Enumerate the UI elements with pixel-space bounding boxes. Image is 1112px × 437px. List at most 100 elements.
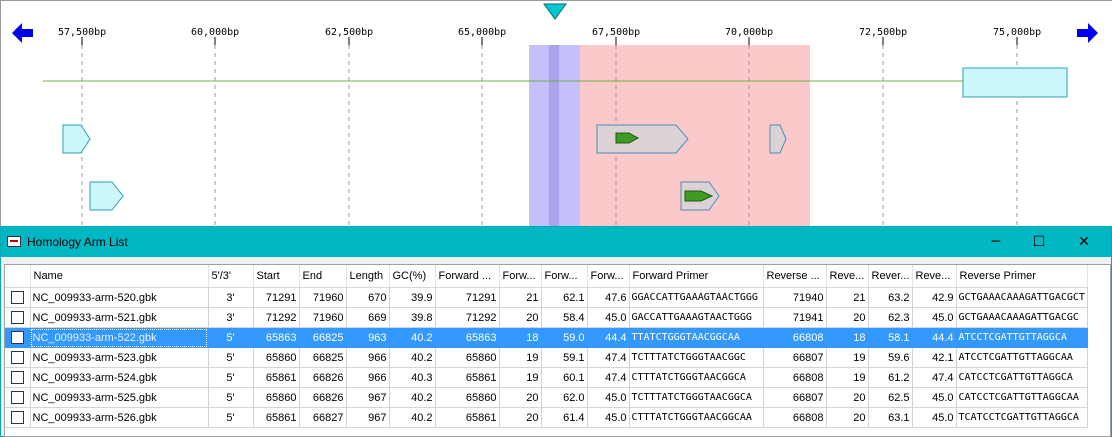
table-cell: 65861 [435,367,500,388]
feature-block[interactable] [962,67,1068,98]
table-cell: 62.3 [868,307,913,328]
column-header[interactable]: Reve... [826,265,869,288]
table-cell: 63.2 [868,287,913,308]
window-title: Homology Arm List [27,235,128,249]
table-cell: 963 [346,327,390,348]
table-cell: 66827 [299,407,347,428]
table-cell: 5' [208,387,254,408]
column-header[interactable]: Rever... [868,265,913,288]
column-header[interactable]: Forw... [541,265,588,288]
table-cell: 71940 [763,287,827,308]
table-cell: 21 [826,287,869,308]
feature-arrow[interactable] [89,181,124,211]
table-cell: 21 [499,287,542,308]
table-cell: 42.9 [912,287,957,308]
table-cell: 5' [208,407,254,428]
row-checkbox-cell[interactable] [5,327,31,348]
column-header[interactable]: Reverse Primer [956,265,1088,288]
table-cell: 40.2 [389,407,436,428]
table-cell: 20 [826,307,869,328]
feature-arrow[interactable] [62,124,91,154]
maximize-button[interactable]: ☐ [1032,234,1046,250]
table-cell: 39.8 [389,307,436,328]
ruler-label: 57,500bp [58,27,106,38]
arm-feature-arrow[interactable] [596,124,689,154]
table-cell: 71960 [299,307,347,328]
table-cell: 3' [208,307,254,328]
table-cell: 19 [826,347,869,368]
row-checkbox-cell[interactable] [5,307,31,328]
table-cell: 3' [208,287,254,308]
table-cell: 62.0 [541,387,588,408]
window-titlebar[interactable]: Homology Arm List ─ ☐ ✕ [1,227,1111,257]
table-cell: 42.1 [912,347,957,368]
table-cell: 63.1 [868,407,913,428]
row-checkbox[interactable] [10,351,24,364]
table-cell: 66807 [763,387,827,408]
row-checkbox-cell[interactable] [5,407,31,428]
table-cell: 65863 [253,327,300,348]
primer-marker [615,132,640,144]
column-header[interactable]: Forw... [499,265,542,288]
table-cell: 71941 [763,307,827,328]
column-header[interactable]: Forward ... [435,265,500,288]
row-checkbox-cell[interactable] [5,367,31,388]
table-cell: 40.3 [389,367,436,388]
table-cell: 47.6 [587,287,630,308]
row-checkbox-cell[interactable] [5,347,31,368]
row-checkbox[interactable] [10,311,24,324]
column-header[interactable]: GC(%) [389,265,436,288]
row-checkbox[interactable] [10,411,24,424]
column-header[interactable]: Forw... [587,265,630,288]
column-header[interactable]: Start [253,265,300,288]
row-checkbox[interactable] [10,371,24,384]
table-cell: 71291 [435,287,500,308]
minimize-button[interactable]: ─ [991,234,1001,250]
table-cell: 66825 [299,347,347,368]
table-cell: 966 [346,347,390,368]
app-icon [7,236,21,247]
row-checkbox-cell[interactable] [5,287,31,308]
arm-name-cell: NC_009933-arm-525.gbk [30,387,209,408]
table-cell: 47.4 [912,367,957,388]
row-checkbox[interactable] [10,331,24,344]
table-cell: 967 [346,387,390,408]
column-header[interactable]: Length [346,265,390,288]
feature-arrow[interactable] [769,124,787,154]
column-header[interactable]: 5'/3' [208,265,254,288]
ruler-label: 62,500bp [325,27,373,38]
homology-band-core [549,45,559,226]
column-header[interactable]: Forward Primer [629,265,764,288]
row-checkbox[interactable] [10,391,24,404]
position-cursor-icon[interactable] [543,3,567,20]
close-button[interactable]: ✕ [1078,234,1090,250]
column-header[interactable]: Reve... [912,265,957,288]
table-cell: 669 [346,307,390,328]
arm-name-cell: NC_009933-arm-520.gbk [30,287,209,308]
table-cell: 65861 [253,367,300,388]
table-cell: GCTGAAACAAAGATTGACGCT [956,287,1088,308]
table-cell: 5' [208,367,254,388]
row-checkbox-cell[interactable] [5,387,31,408]
table-cell: 18 [499,327,542,348]
row-checkbox[interactable] [10,291,24,304]
scroll-left-arrow-icon[interactable] [12,23,33,43]
table-cell: 40.2 [389,347,436,368]
table-cell: 19 [499,367,542,388]
column-header[interactable]: Reverse ... [763,265,827,288]
column-header[interactable]: Name [30,265,209,288]
table-cell: 18 [826,327,869,348]
scroll-right-arrow-icon[interactable] [1077,23,1098,43]
column-header[interactable]: End [299,265,347,288]
